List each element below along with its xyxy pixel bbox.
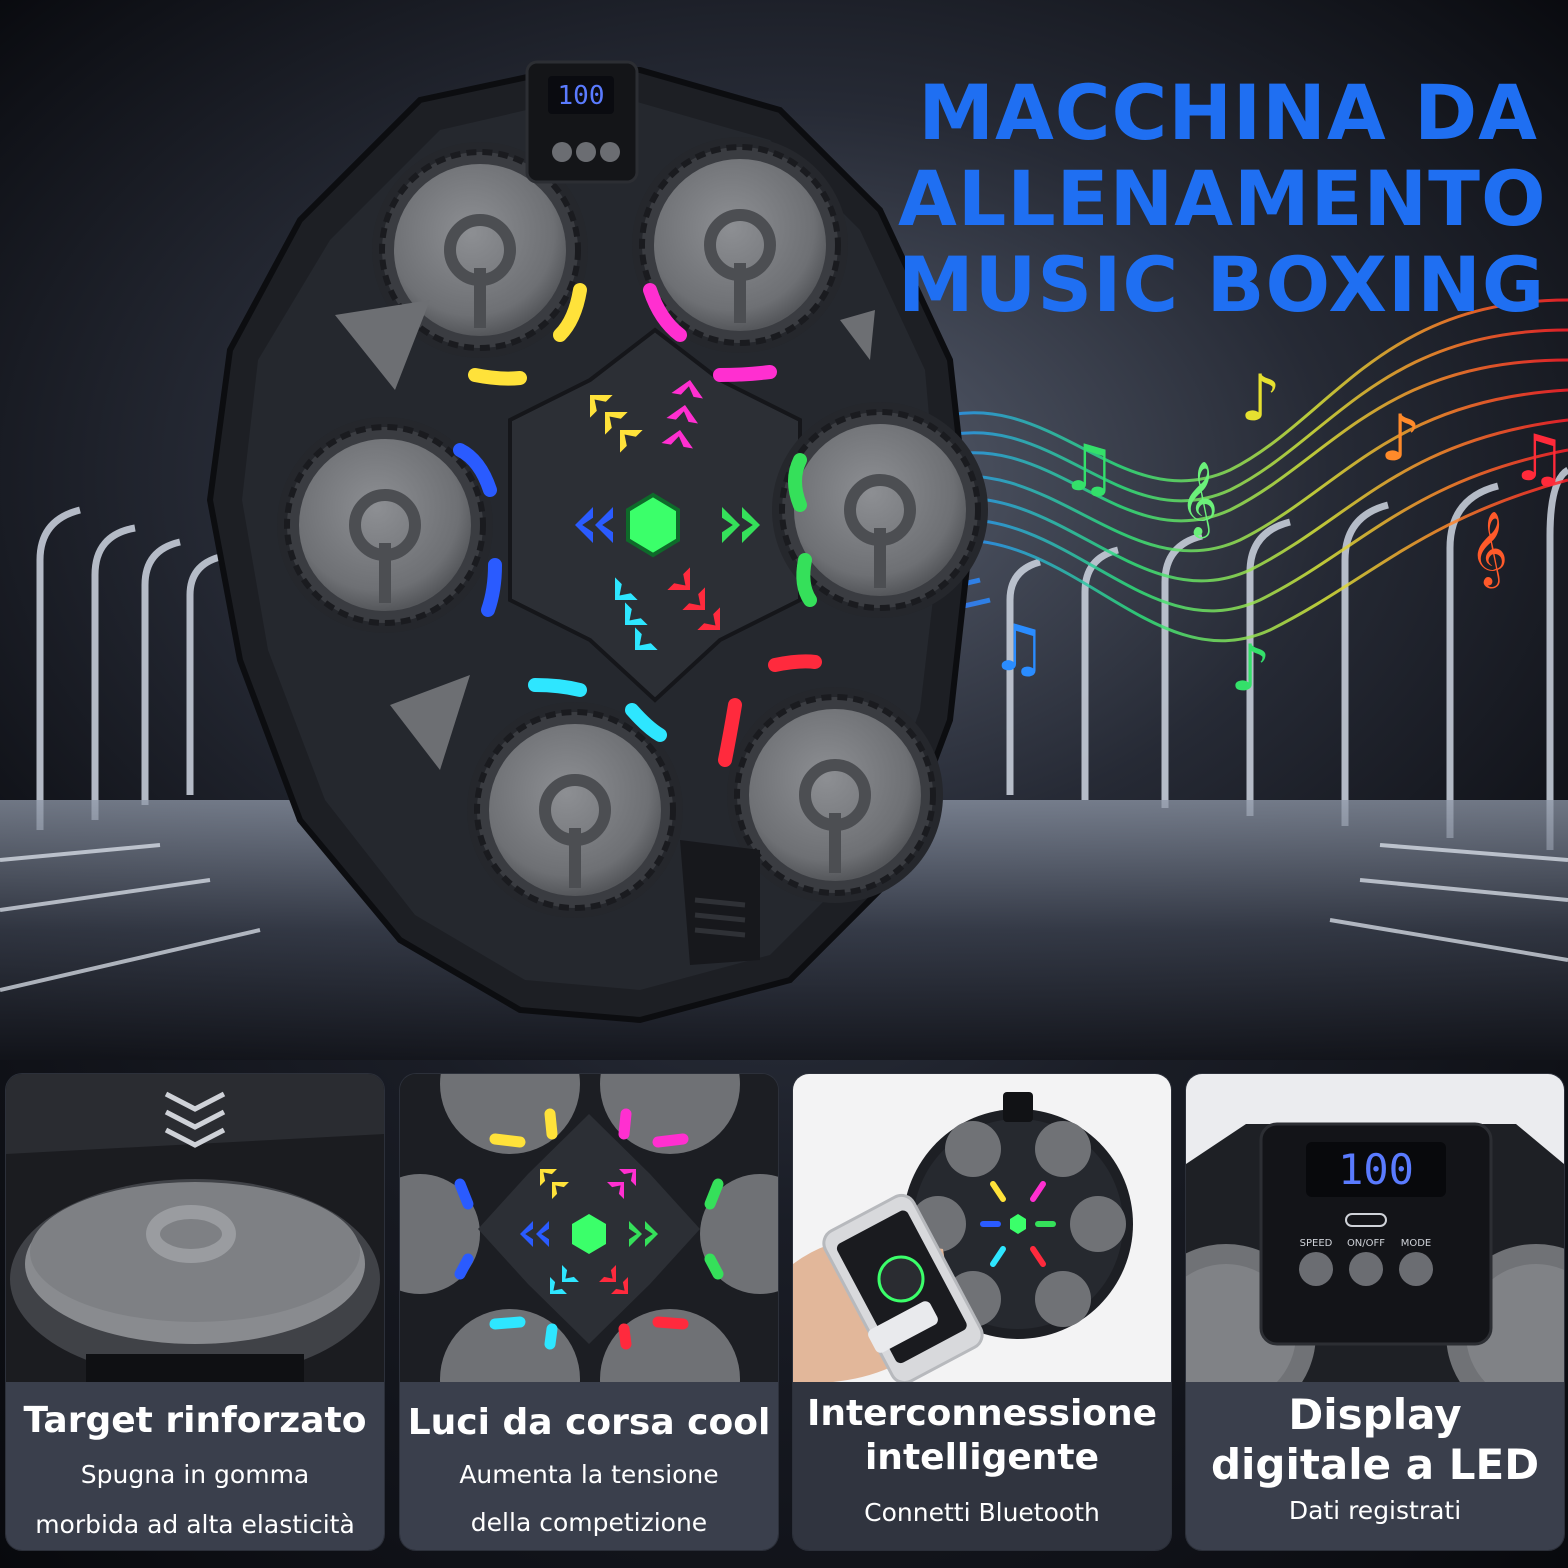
onoff-label: ON/OFF	[1347, 1238, 1385, 1249]
feature-subtitle-line-2: morbida ad alta elasticità	[35, 1510, 355, 1539]
feature-card-bluetooth: Interconnessione intelligente Connetti B…	[793, 1074, 1171, 1550]
feature-card-display: 100 SPEED ON/OFF MODE Display digitale a…	[1186, 1074, 1564, 1550]
feature-title-line-2: digitale a LED	[1210, 1440, 1540, 1489]
feature-caption: Luci da corsa cool Aumenta la tensione d…	[400, 1382, 778, 1550]
detail-display-value: 100	[1338, 1145, 1414, 1194]
mode-button[interactable]	[600, 142, 620, 162]
feature-cards: Target rinforzato Spugna in gomma morbid…	[6, 1074, 1564, 1554]
headline-line-1: MACCHINA DA	[918, 68, 1538, 157]
mode-label: MODE	[1401, 1238, 1432, 1249]
feature-caption: Interconnessione intelligente Connetti B…	[793, 1382, 1171, 1550]
svg-text:♫: ♫	[1510, 422, 1567, 496]
speed-button[interactable]	[552, 142, 572, 162]
feature-title-line-2: intelligente	[864, 1437, 1100, 1478]
svg-text:𝄞: 𝄞	[1470, 512, 1508, 589]
speed-label: SPEED	[1300, 1238, 1333, 1249]
detail-speed-button[interactable]	[1299, 1252, 1333, 1286]
feature-subtitle-line-1: Connetti Bluetooth	[864, 1498, 1100, 1527]
feature-title: Target rinforzato	[23, 1400, 367, 1441]
feature-title-line-1: Display	[1288, 1390, 1462, 1439]
feature-subtitle-line-2: della competizione	[470, 1508, 708, 1537]
hero-scene: ♫ ♪ ♪ ♫ 𝄞 ♫ ♪ 𝄞 ♫ ♪	[0, 0, 1568, 1060]
svg-text:♫: ♫	[990, 612, 1047, 686]
feature-card-target: Target rinforzato Spugna in gomma morbid…	[6, 1074, 384, 1550]
feature-subtitle-line-1: Spugna in gomma	[80, 1460, 310, 1489]
racing-lights-photo	[400, 1074, 778, 1382]
headline-line-3: MUSIC BOXING	[898, 240, 1546, 329]
top-display-screen	[548, 76, 614, 114]
detail-mode-button[interactable]	[1399, 1252, 1433, 1286]
feature-title-line-1: Interconnessione	[806, 1393, 1158, 1434]
svg-text:♪: ♪	[1380, 402, 1421, 476]
svg-text:♪: ♪	[1230, 632, 1271, 706]
main-headline: MACCHINA DA ALLENAMENTO MUSIC BOXING	[898, 68, 1547, 329]
feature-card-lights: Luci da corsa cool Aumenta la tensione d…	[400, 1074, 778, 1550]
led-display-photo: 100 SPEED ON/OFF MODE	[1186, 1074, 1564, 1382]
target-pad-photo	[6, 1074, 384, 1382]
feature-subtitle-line-1: Aumenta la tensione	[459, 1460, 719, 1489]
svg-text:𝄞: 𝄞	[1180, 462, 1218, 539]
power-button[interactable]	[576, 142, 596, 162]
corridor-arches	[36, 466, 1568, 850]
feature-subtitle-line-1: Dati registrati	[1288, 1496, 1462, 1525]
svg-text:♪: ♪	[1240, 362, 1281, 436]
headline-line-2: ALLENAMENTO	[898, 154, 1547, 243]
feature-title: Luci da corsa cool	[407, 1402, 771, 1443]
feature-caption: Target rinforzato Spugna in gomma morbid…	[6, 1382, 384, 1550]
boxing-machine: 100	[206, 60, 988, 1024]
svg-text:♫: ♫	[1060, 432, 1117, 506]
detail-power-button[interactable]	[1349, 1252, 1383, 1286]
bluetooth-phone-photo	[793, 1074, 1171, 1382]
feature-caption: Display digitale a LED Dati registrati	[1186, 1382, 1564, 1550]
floor-lines	[0, 843, 1568, 992]
top-display-value: 100	[558, 81, 605, 111]
